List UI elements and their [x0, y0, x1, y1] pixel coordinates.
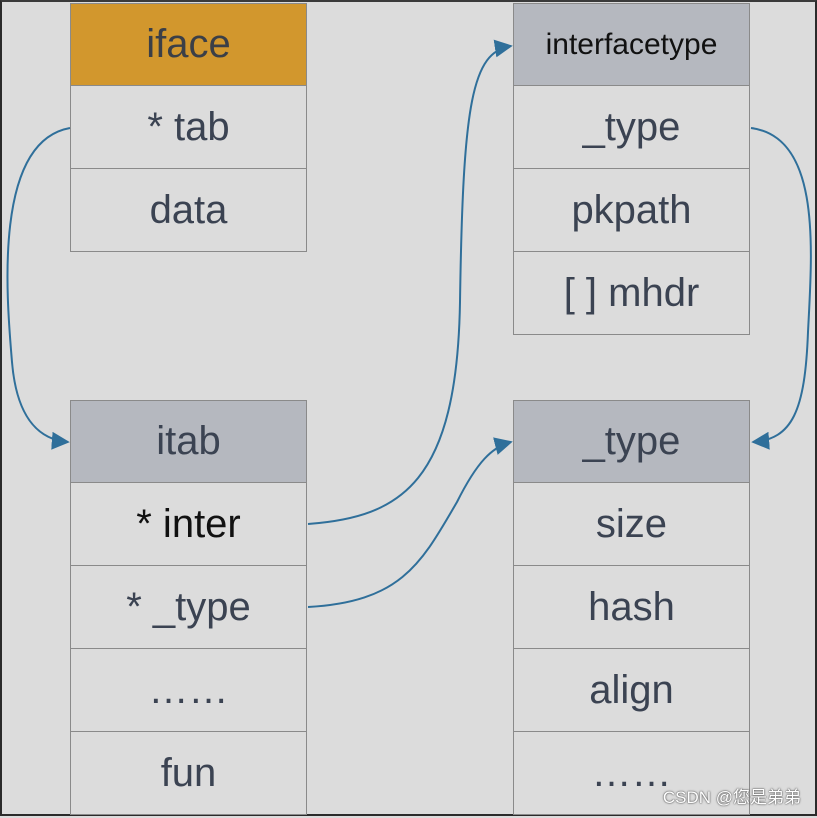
iface-field-tab: * tab — [70, 86, 307, 169]
arrow-inter-to-interfacetype — [307, 39, 513, 525]
struct-itab-title: itab — [70, 400, 307, 483]
iface-field-data: data — [70, 169, 307, 252]
arrow-interfacetype-type-to-type — [750, 127, 812, 450]
type-field-ellipsis: …… — [513, 732, 750, 815]
watermark: CSDN @您是弟弟 — [662, 788, 801, 807]
struct-iface-title: iface — [70, 3, 307, 86]
type-field-size: size — [513, 483, 750, 566]
interfacetype-field-type: _type — [513, 86, 750, 169]
itab-field-fun: fun — [70, 732, 307, 815]
struct-type-title: _type — [513, 400, 750, 483]
interfacetype-field-mhdr: [ ] mhdr — [513, 252, 750, 335]
itab-field-inter: * inter — [70, 483, 307, 566]
struct-iface: iface * tab data — [70, 3, 307, 252]
struct-type: _type size hash align …… — [513, 400, 750, 815]
interfacetype-field-pkpath: pkpath — [513, 169, 750, 252]
arrow-type-to-type — [307, 437, 513, 608]
itab-field-ellipsis: …… — [70, 649, 307, 732]
type-field-align: align — [513, 649, 750, 732]
struct-interfacetype-title: interfacetype — [513, 3, 750, 86]
arrow-tab-to-itab — [6, 127, 71, 450]
itab-field-type: * _type — [70, 566, 307, 649]
struct-itab: itab * inter * _type …… fun — [70, 400, 307, 815]
struct-interfacetype: interfacetype _type pkpath [ ] mhdr — [513, 3, 750, 335]
type-field-hash: hash — [513, 566, 750, 649]
